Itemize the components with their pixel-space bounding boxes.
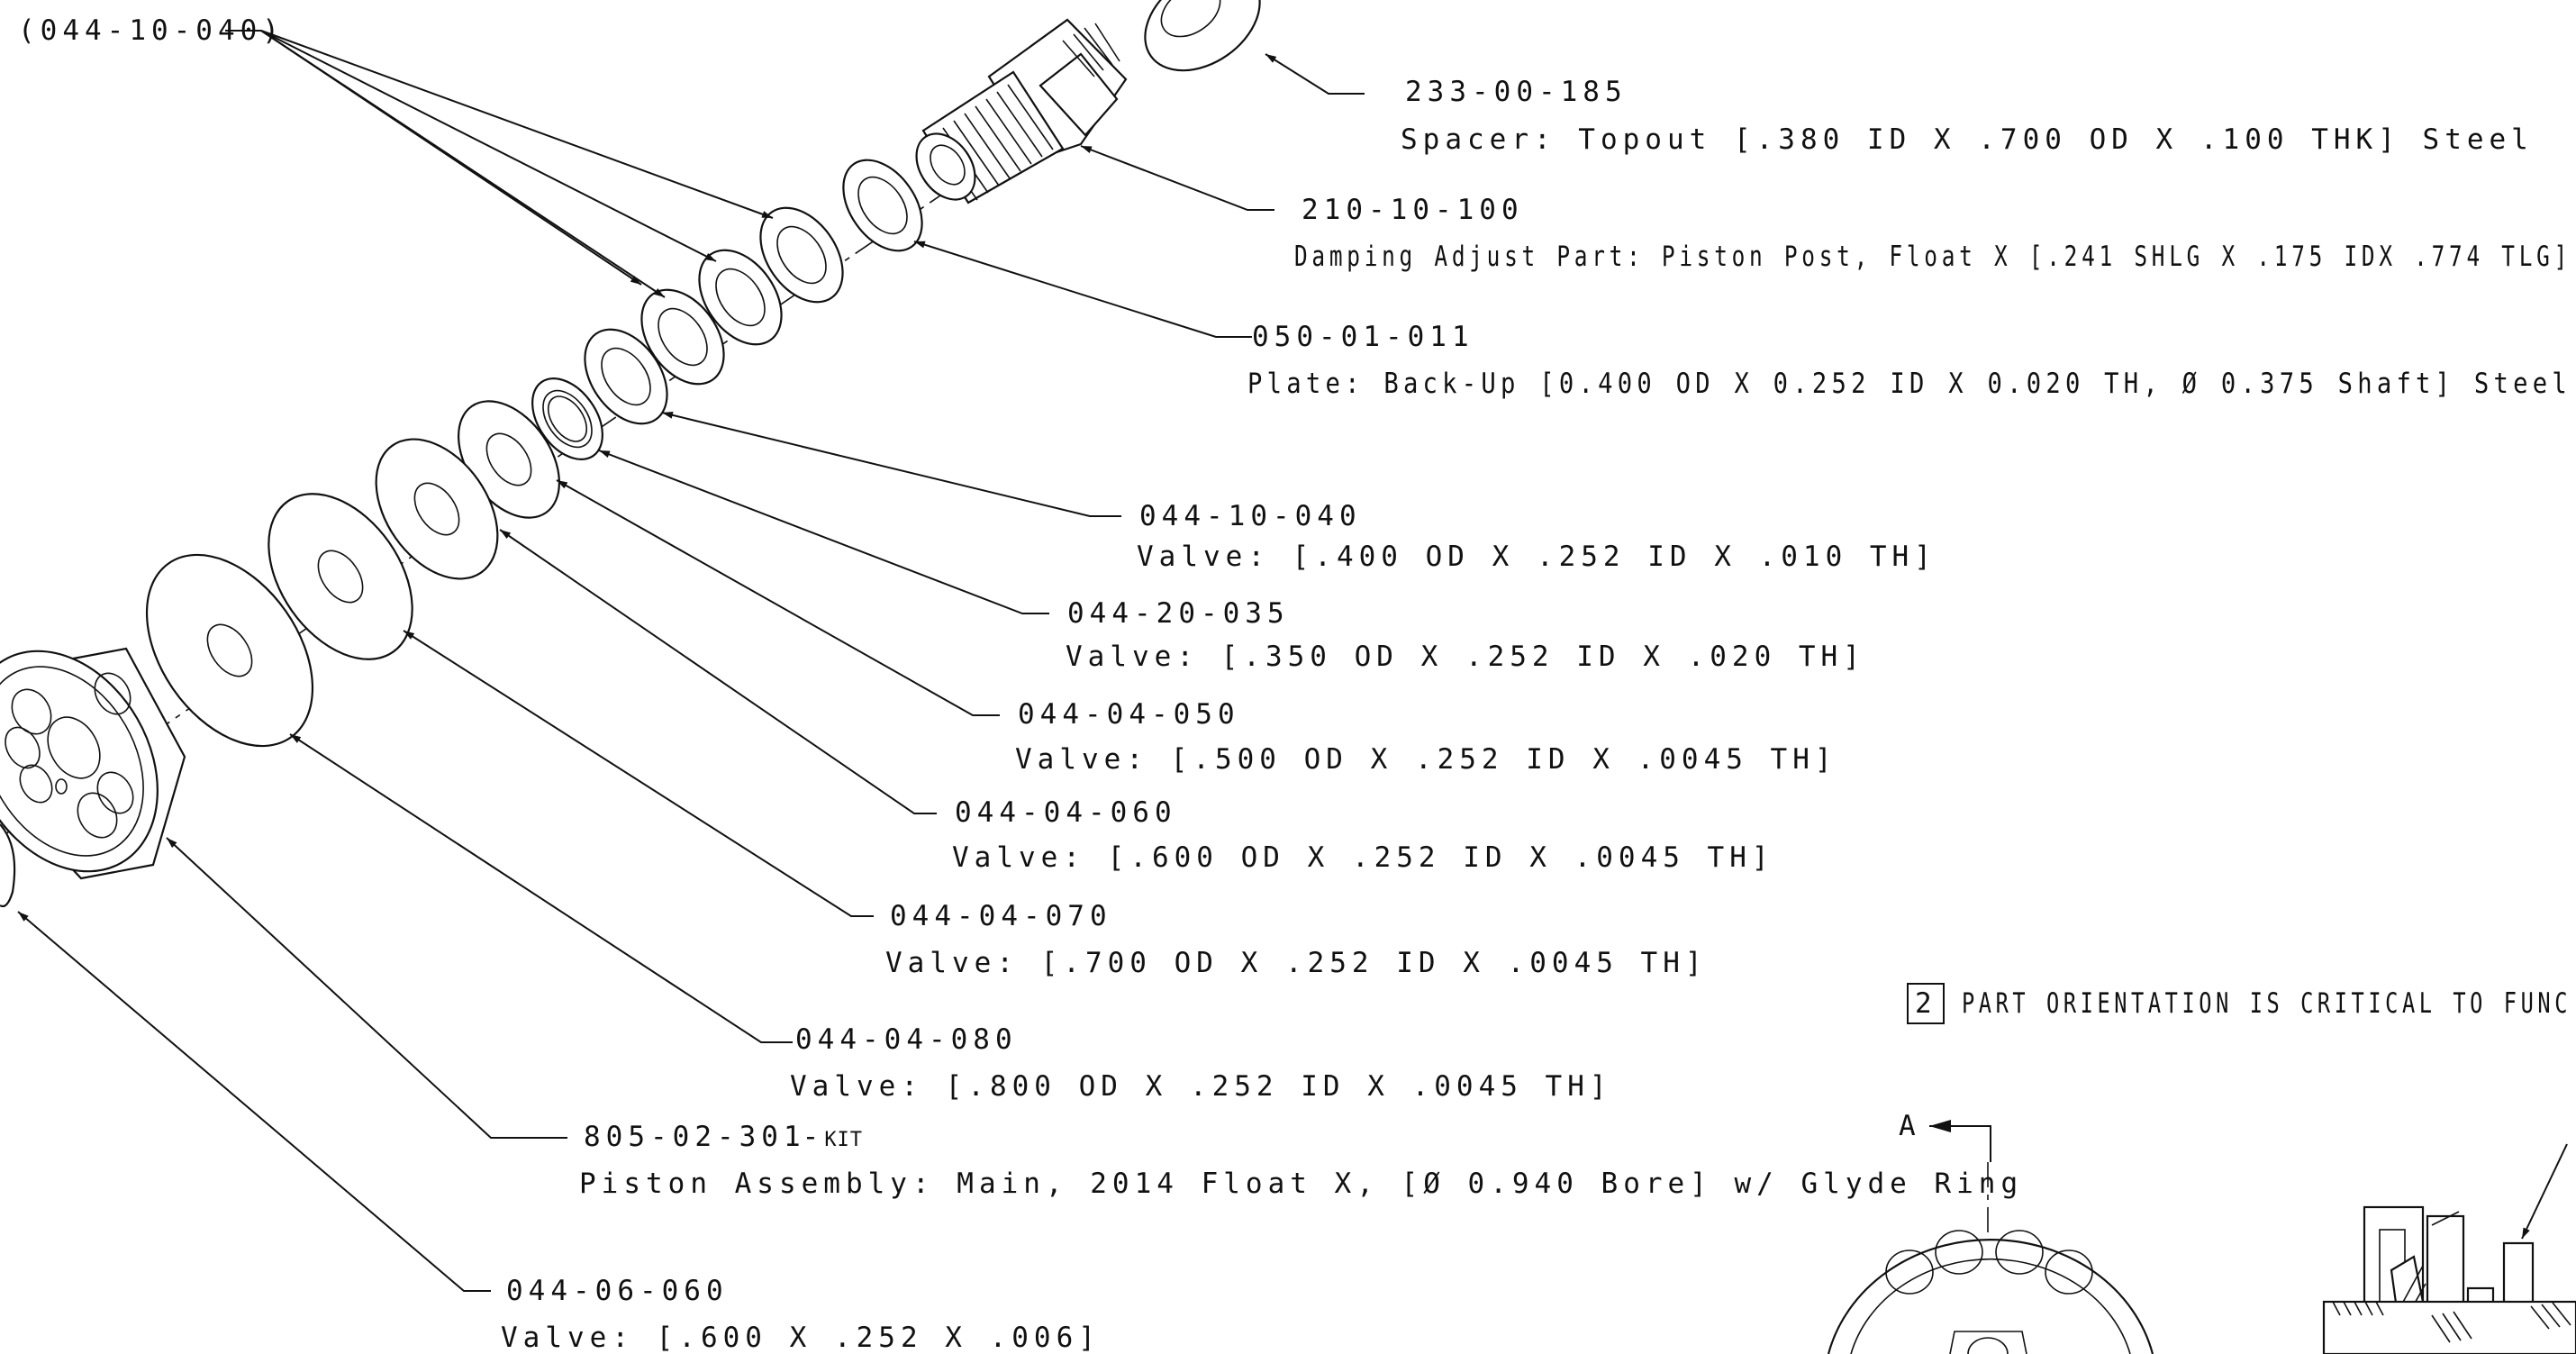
part-description: Valve: [.600 OD X .252 ID X .0045 TH]: [952, 841, 1774, 874]
part-number: 044-06-060: [506, 1275, 729, 1307]
part-number: 044-20-035: [1067, 597, 1290, 630]
group-label-leaders: [225, 30, 774, 298]
valve-044-10-040-stack: [584, 206, 844, 425]
section-drawing: [2322, 1143, 2576, 1354]
section-view-a: A: [1827, 1110, 2154, 1354]
part-description: Valve: [.350 OD X .252 ID X .020 TH]: [1066, 641, 1865, 673]
callout-044-10-040: 044-10-040 Valve: [.400 OD X .252 ID X .…: [1137, 500, 1937, 573]
callout-leaders: [17, 53, 1365, 1292]
callout-050-01-011: 050-01-011 Plate: Back-Up [0.400 OD X 0.…: [1247, 321, 2571, 400]
part-description: Valve: [.700 OD X .252 ID X .0045 TH]: [885, 947, 1708, 979]
section-label: A: [1899, 1110, 1916, 1142]
part-number: 044-10-040: [1139, 500, 1362, 532]
note-text: PART ORIENTATION IS CRITICAL TO FUNC: [1962, 987, 2571, 1020]
part-number: 050-01-011: [1252, 321, 1474, 353]
valve-044-04-070-part: [268, 493, 413, 660]
callout-044-06-060: 044-06-060 Valve: [.600 X .252 X .006]: [501, 1275, 1101, 1354]
part-number: 233-00-185: [1405, 76, 1628, 108]
callout-044-04-050: 044-04-050 Valve: [.500 OD X .252 ID X .…: [1015, 698, 1837, 776]
part-description: Valve: [.500 OD X .252 ID X .0045 TH]: [1015, 743, 1837, 776]
orientation-note: 2 PART ORIENTATION IS CRITICAL TO FUNC: [1907, 983, 2571, 1024]
part-number-suffix: KIT: [824, 1129, 863, 1151]
piston-assembly-part: [0, 647, 186, 880]
part-description: Valve: [.400 OD X .252 ID X .010 TH]: [1137, 541, 1937, 573]
part-description: Valve: [.600 X .252 X .006]: [501, 1322, 1101, 1354]
valve-044-06-060-part: [0, 823, 16, 908]
part-number-base: 805-02-301: [584, 1121, 806, 1153]
part-description: Plate: Back-Up [0.400 OD X 0.252 ID X 0.…: [1247, 368, 2571, 400]
back-up-plate-part: [842, 159, 923, 252]
callout-805-02-301: 805-02-301-KIT Piston Assembly: Main, 20…: [579, 1121, 2023, 1200]
part-description: Damping Adjust Part: Piston Post, Float …: [1294, 241, 2571, 273]
callout-044-20-035: 044-20-035 Valve: [.350 OD X .252 ID X .…: [1066, 597, 1865, 673]
note-number: 2: [1915, 987, 1932, 1020]
part-number: 210-10-100: [1302, 194, 1524, 226]
valve-044-04-060-part: [375, 438, 499, 580]
part-number: 805-02-301-KIT: [584, 1121, 863, 1153]
callout-044-04-080: 044-04-080 Valve: [.800 OD X .252 ID X .…: [790, 1023, 1612, 1103]
callout-233-00-185: 233-00-185 Spacer: Topout [.380 ID X .70…: [1401, 76, 2534, 156]
part-description: Valve: [.800 OD X .252 ID X .0045 TH]: [790, 1070, 1612, 1103]
part-number: 044-04-080: [795, 1023, 1018, 1056]
callout-044-04-060: 044-04-060 Valve: [.600 OD X .252 ID X .…: [952, 796, 1774, 874]
group-label: (044-10-040): [18, 14, 285, 47]
spacer-topout-part: [1144, 0, 1261, 72]
part-description: Piston Assembly: Main, 2014 Float X, [Ø …: [579, 1168, 2023, 1200]
piston-post-part: [915, 18, 1128, 204]
callout-044-04-070: 044-04-070 Valve: [.700 OD X .252 ID X .…: [885, 900, 1708, 979]
part-description: Spacer: Topout [.380 ID X .700 OD X .100…: [1401, 123, 2534, 156]
assembly-centerline: [0, 80, 1109, 839]
part-number: 044-04-060: [955, 796, 1177, 829]
callout-210-10-100: 210-10-100 Damping Adjust Part: Piston P…: [1294, 194, 2571, 273]
part-number: 044-04-050: [1018, 698, 1240, 731]
part-number: 044-04-070: [890, 900, 1112, 932]
